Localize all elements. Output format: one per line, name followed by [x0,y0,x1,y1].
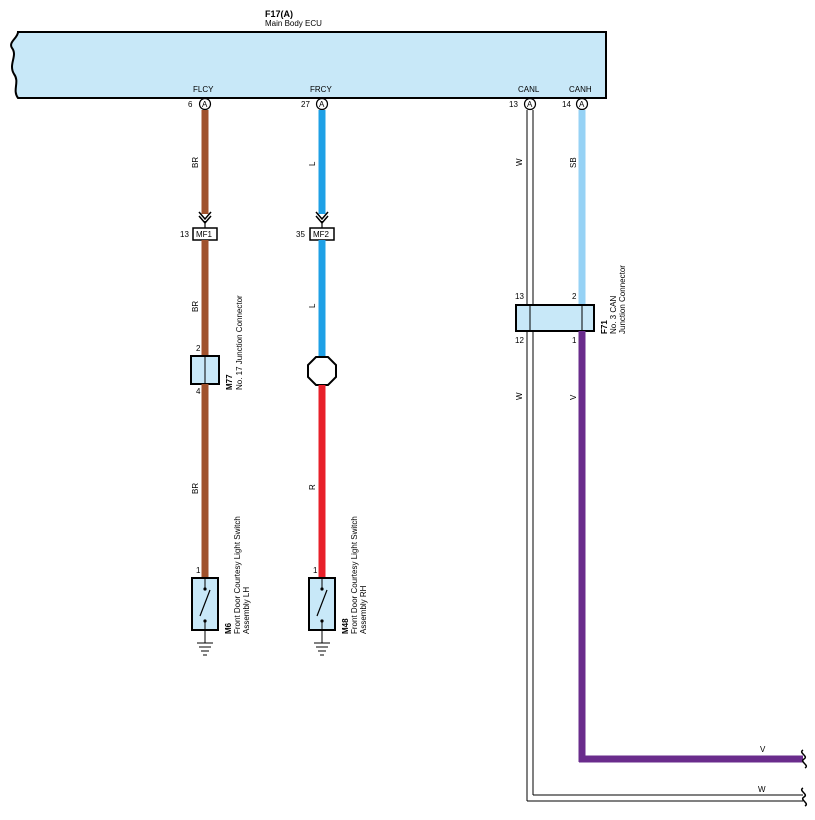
connector-circle [575,97,589,111]
wire-splice-octagon [307,356,337,386]
pin-number: 13 [509,100,518,109]
mf1-label: MF1 [196,230,213,239]
connector-letter: A [319,100,325,109]
ground-icon [197,630,213,656]
ecu-pin-frcy: FRCY 27 A [301,85,332,111]
ecu-pin-flcy: FLCY 6 A [188,85,214,111]
pin-number: 27 [301,100,310,109]
connector-letter: A [202,100,208,109]
m48-name-line1: Front Door Courtesy Light Switch [350,516,359,634]
m6-id: M6 [224,622,233,634]
switch-icon [199,578,211,630]
m77-pin-top: 2 [196,344,201,353]
m6-name-line1: Front Door Courtesy Light Switch [233,516,242,634]
main-body-ecu-box [10,31,607,99]
wire-break-icon [801,749,807,769]
f71-name-line1: No. 3 CAN [609,296,618,334]
frcy-circuit: L 35 MF2 L R 1 M48 Front Do [296,110,368,656]
connector-circle [523,97,537,111]
connector-letter: A [527,100,533,109]
wire-color-label: BR [191,157,200,168]
wire-color-label: V [569,394,578,400]
ecu-id: F17(A) [265,9,293,19]
chevron-icon [198,211,212,221]
ground-icon [314,630,330,656]
m6-name-line2: Assembly LH [242,587,251,634]
ecu-name: Main Body ECU [265,19,322,28]
f71-pin-top-right: 2 [572,292,577,301]
ecu-pin-canl: CANL 13 A [509,85,540,111]
wire-color-label: W [515,392,524,400]
wire-color-label: L [308,303,317,308]
f71-pin-bottom-left: 12 [515,336,524,345]
flcy-circuit: BR 13 MF1 BR 2 4 M77 No. 17 Junction Con… [180,110,251,656]
switch-icon [316,578,328,630]
connector-circle [198,97,212,111]
f71-pin-bottom-right: 1 [572,336,577,345]
wire-color-label: BR [191,483,200,494]
wire-break-icon [801,787,807,807]
connector-circle [315,97,329,111]
wire-color-label: SB [569,157,578,168]
m48-name-line2: Assembly RH [359,585,368,634]
f71-name-line2: Junction Connector [618,265,627,334]
wire-color-label: V [760,745,766,754]
wire-color-label: W [758,785,766,794]
connector-letter: A [579,100,585,109]
wire-color-label: L [308,161,317,166]
m77-name: No. 17 Junction Connector [235,295,244,390]
m77-pin-bottom: 4 [196,387,201,396]
pin-number: 6 [188,100,193,109]
m6-pin: 1 [196,566,201,575]
m48-pin: 1 [313,566,318,575]
m48-id: M48 [341,618,350,634]
wire-color-label: W [515,158,524,166]
mf1-pin-number: 13 [180,230,189,239]
mf2-label: MF2 [313,230,330,239]
chevron-icon [315,211,329,221]
pin-signal-label: CANL [518,85,540,94]
wire-color-label: BR [191,301,200,312]
f71-id: F71 [600,320,609,334]
can-circuit: W SB 13 2 12 1 F71 No. 3 CAN Junction Co… [515,110,807,807]
m77-id: M77 [225,374,234,390]
wire-color-label: R [308,484,317,490]
f71-connector [515,304,595,332]
mf2-pin-number: 35 [296,230,305,239]
pin-signal-label: FLCY [193,85,214,94]
pin-number: 14 [562,100,571,109]
ecu-pin-canh: CANH 14 A [562,85,592,111]
f71-pin-top-left: 13 [515,292,524,301]
pin-signal-label: FRCY [310,85,332,94]
pin-signal-label: CANH [569,85,592,94]
